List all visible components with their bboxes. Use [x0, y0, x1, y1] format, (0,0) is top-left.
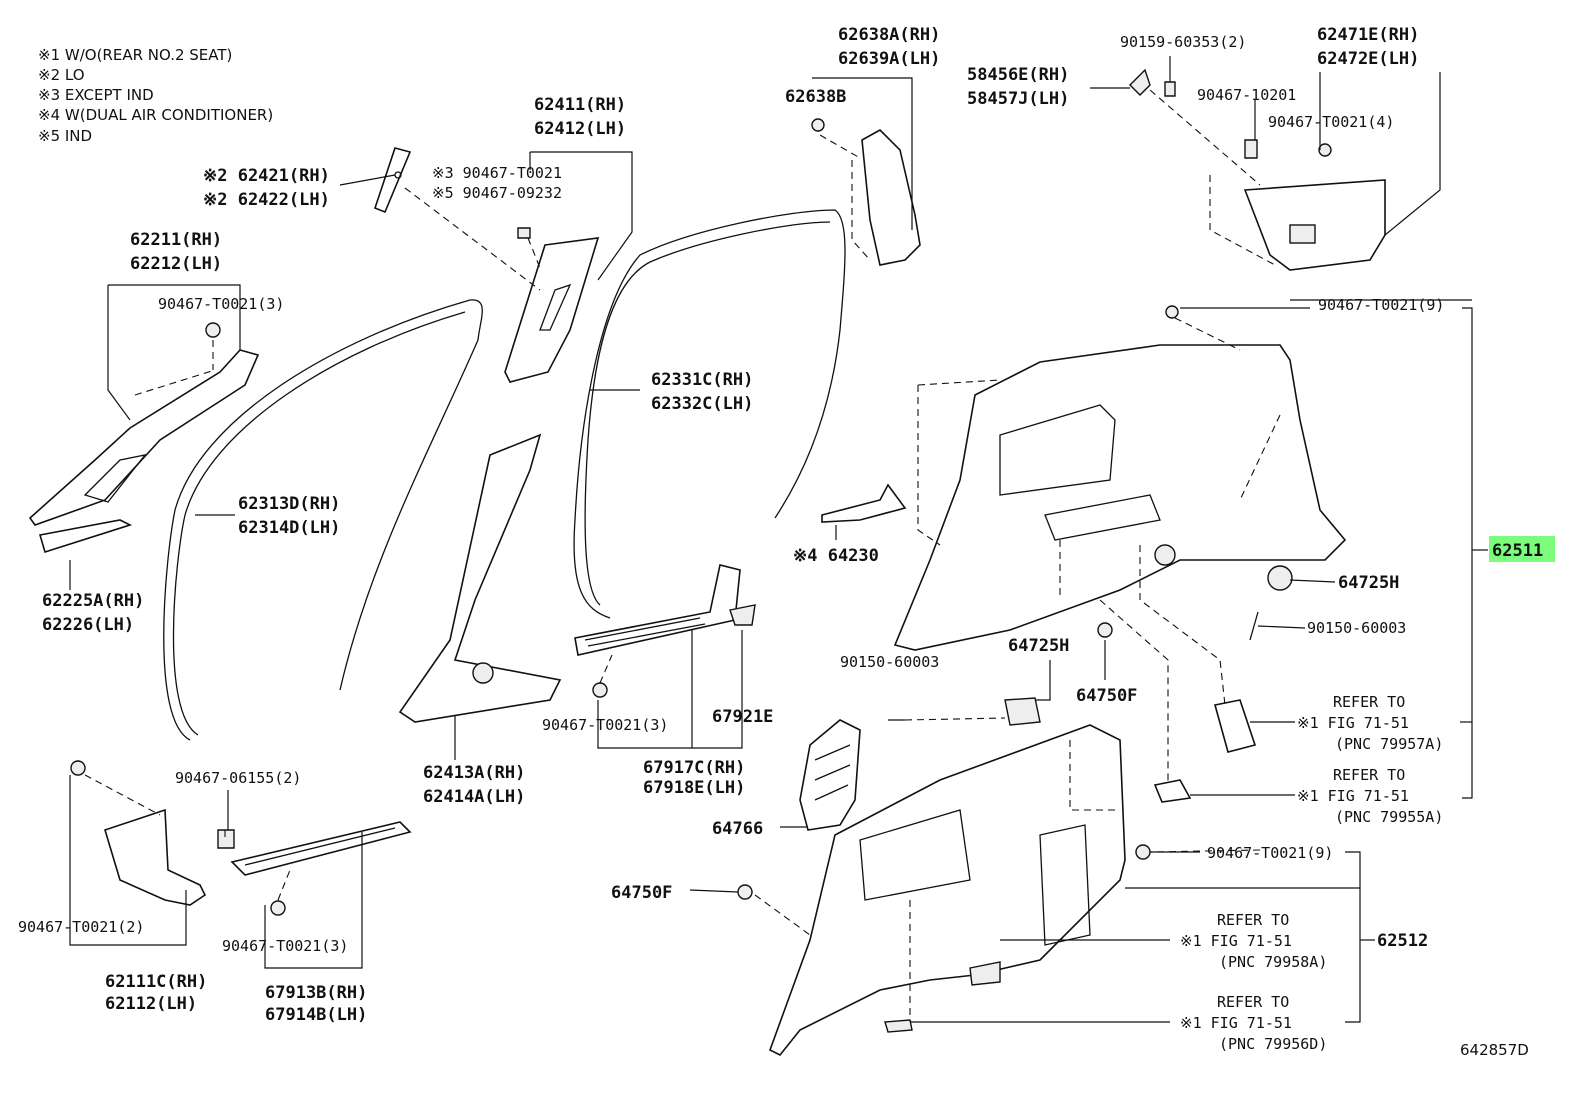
label-62332c: 62332C(LH) [651, 394, 753, 414]
footnotes: ※1 W/O(REAR NO.2 SEAT) ※2 LO ※3 EXCEPT I… [38, 46, 273, 145]
dashed-lines [84, 89, 1281, 1022]
label-90467-10201: 90467-10201 [1197, 86, 1296, 104]
refer-1-line1: REFER TO [1333, 693, 1405, 711]
note-5: ※5 IND [38, 127, 92, 145]
label-90467-t0021-9b: 90467-T0021(9) [1207, 844, 1333, 862]
label-62422: ※2 62422(LH) [203, 190, 330, 210]
label-90467-t0021-2: 90467-T0021(2) [18, 918, 144, 936]
label-62638a: 62638A(RH) [838, 25, 940, 45]
label-62112: 62112(LH) [105, 994, 197, 1014]
label-90467-t0021-4: 90467-T0021(4) [1268, 113, 1394, 131]
label-58457j: 58457J(LH) [967, 89, 1069, 109]
refer-2-line2: ※1 FIG 71-51 [1297, 787, 1409, 805]
label-67913b: 67913B(RH) [265, 983, 367, 1003]
label-62225a: 62225A(RH) [42, 591, 144, 611]
label-90467-09232: ※5 90467-09232 [432, 184, 562, 202]
leader-lines [69, 56, 1488, 1023]
refer-4-line2: ※1 FIG 71-51 [1180, 1014, 1292, 1032]
label-62313d: 62313D(RH) [238, 494, 340, 514]
label-90467-t0021-9a: 90467-T0021(9) [1318, 296, 1444, 314]
part-labels: ※2 62421(RH) ※2 62422(LH) 62411(RH) 6241… [18, 25, 1555, 1059]
parts-drawings [28, 68, 1386, 1057]
label-62411: 62411(RH) [534, 95, 626, 115]
highlight-62511 [1489, 536, 1555, 562]
note-4: ※4 W(DUAL AIR CONDITIONER) [38, 106, 273, 124]
label-64750f-b: 64750F [611, 883, 672, 903]
label-67918e: 67918E(LH) [643, 778, 745, 798]
label-64725h-b: 64725H [1008, 636, 1069, 656]
label-90159-60353: 90159-60353(2) [1120, 33, 1246, 51]
diagram-code: 642857D [1460, 1041, 1529, 1059]
label-62471e: 62471E(RH) [1317, 25, 1419, 45]
label-62226: 62226(LH) [42, 615, 134, 635]
label-62512: 62512 [1377, 931, 1428, 951]
label-62412: 62412(LH) [534, 119, 626, 139]
label-62511[interactable]: 62511 [1492, 541, 1543, 561]
label-58456e: 58456E(RH) [967, 65, 1069, 85]
refer-3-line3: (PNC 79958A) [1219, 953, 1327, 971]
refer-4-line3: (PNC 79956D) [1219, 1035, 1327, 1053]
label-64230: ※4 64230 [793, 546, 879, 566]
label-64750f-a: 64750F [1076, 686, 1137, 706]
label-90150-60003-a: 90150-60003 [1307, 619, 1406, 637]
label-62211: 62211(RH) [130, 230, 222, 250]
refer-2-line3: (PNC 79955A) [1335, 808, 1443, 826]
refer-3-line1: REFER TO [1217, 911, 1289, 929]
label-90467-t0021-ex-ind: ※3 90467-T0021 [432, 164, 562, 182]
label-62638b: 62638B [785, 87, 846, 107]
label-62472e: 62472E(LH) [1317, 49, 1419, 69]
label-62111c: 62111C(RH) [105, 972, 207, 992]
label-64725h-a: 64725H [1338, 573, 1399, 593]
label-62414a: 62414A(LH) [423, 787, 525, 807]
label-90150-60003-b: 90150-60003 [840, 653, 939, 671]
label-62331c: 62331C(RH) [651, 370, 753, 390]
label-62314d: 62314D(LH) [238, 518, 340, 538]
refer-2-line1: REFER TO [1333, 766, 1405, 784]
label-90467-t0021-3c: 90467-T0021(3) [222, 937, 348, 955]
label-67917c: 67917C(RH) [643, 758, 745, 778]
refer-1-line3: (PNC 79957A) [1335, 735, 1443, 753]
note-1: ※1 W/O(REAR NO.2 SEAT) [38, 46, 232, 64]
label-90467-t0021-3b: 90467-T0021(3) [542, 716, 668, 734]
label-62421: ※2 62421(RH) [203, 166, 330, 186]
refer-3-line2: ※1 FIG 71-51 [1180, 932, 1292, 950]
label-67921e: 67921E [712, 707, 773, 727]
note-2: ※2 LO [38, 66, 85, 84]
refer-4-line1: REFER TO [1217, 993, 1289, 1011]
label-62413a: 62413A(RH) [423, 763, 525, 783]
label-64766: 64766 [712, 819, 763, 839]
label-90467-t0021-3a: 90467-T0021(3) [158, 295, 284, 313]
refer-1-line2: ※1 FIG 71-51 [1297, 714, 1409, 732]
label-62639a: 62639A(LH) [838, 49, 940, 69]
note-3: ※3 EXCEPT IND [38, 86, 154, 104]
label-62212: 62212(LH) [130, 254, 222, 274]
label-67914b: 67914B(LH) [265, 1005, 367, 1025]
label-90467-06155: 90467-06155(2) [175, 769, 301, 787]
